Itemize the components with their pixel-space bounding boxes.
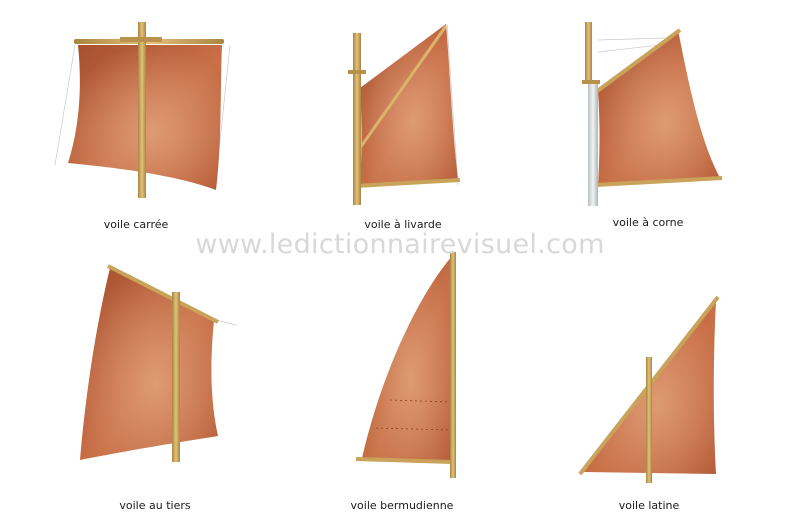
watermark: www.ledictionnairevisuel.com bbox=[0, 229, 800, 260]
mast bbox=[450, 252, 456, 478]
label-lug-sail: voile au tiers bbox=[55, 499, 255, 512]
lateen-sail-drawing bbox=[580, 297, 718, 483]
mast bbox=[588, 82, 598, 206]
spritsail-drawing bbox=[348, 24, 460, 205]
lug-sail-drawing bbox=[80, 266, 236, 462]
bermuda-sail-drawing bbox=[356, 252, 456, 478]
mast bbox=[646, 357, 652, 483]
label-gaff-sail: voile à corne bbox=[548, 216, 748, 229]
square-sail-drawing bbox=[55, 22, 230, 198]
gaff-sail-drawing bbox=[582, 22, 722, 206]
label-lateen-sail: voile latine bbox=[549, 499, 749, 512]
label-square-sail: voile carrée bbox=[36, 218, 236, 231]
mast bbox=[172, 292, 180, 462]
mast bbox=[138, 22, 146, 198]
mast bbox=[353, 33, 361, 205]
topmast bbox=[585, 22, 592, 82]
label-bermuda-sail: voile bermudienne bbox=[302, 499, 502, 512]
label-spritsail: voile à livarde bbox=[303, 218, 503, 231]
